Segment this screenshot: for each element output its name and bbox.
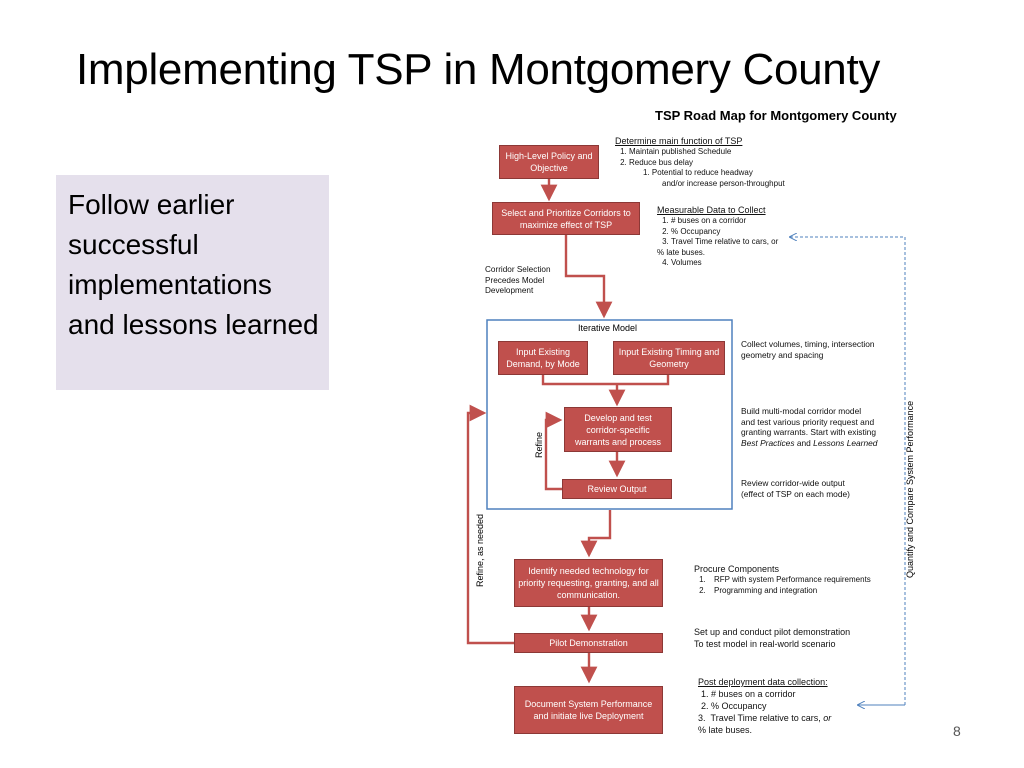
procure-item: RFP with system Performance requirements	[708, 575, 871, 586]
pilot-note-line: Set up and conduct pilot demonstration	[694, 627, 851, 637]
review-output-line: (effect of TSP on each mode)	[741, 488, 850, 499]
build-line: granting warrants. Start with existing	[741, 427, 876, 438]
pilot-box: Pilot Demonstration	[514, 633, 663, 653]
pilot-note-line: To test model in real-world scenario	[694, 639, 836, 649]
slide-title: Implementing TSP in Montgomery County	[76, 45, 881, 94]
measurable-item: % Occupancy	[671, 227, 778, 238]
lessons-learned-text: Lessons Learned	[813, 437, 878, 448]
measurable-item-cont: % late buses.	[657, 247, 706, 257]
procure-note: Procure Components RFP with system Perfo…	[694, 564, 871, 596]
callout-box: Follow earlier successful implementation…	[56, 175, 329, 390]
procure-heading: Procure Components	[694, 564, 780, 574]
quantify-label: Quantify and Compare System Performance	[905, 400, 915, 578]
iterative-model-frame	[486, 319, 733, 510]
pilot-note: Set up and conduct pilot demonstration T…	[694, 626, 850, 650]
document-box: Document System Performance and initiate…	[514, 686, 663, 734]
build-line-last: Best Practices and Lessons Learned	[741, 437, 878, 448]
review-output-note: Review corridor-wide output (effect of T…	[741, 478, 850, 499]
road-map-title: TSP Road Map for Montgomery County	[655, 108, 897, 123]
main-function-heading: Determine main function of TSP	[615, 136, 743, 146]
post-item-3: 3. Travel Time relative to cars, or	[698, 713, 832, 723]
build-note: Build multi-modal corridor model and tes…	[741, 406, 877, 448]
post-deployment-note: Post deployment data collection: # buses…	[698, 676, 831, 736]
main-function-item: Reduce bus delay	[629, 158, 785, 169]
build-line: and test various priority request and	[741, 416, 875, 427]
develop-box: Develop and test corridor-specific warra…	[564, 407, 672, 452]
review-box: Review Output	[562, 479, 672, 499]
post-deployment-heading: Post deployment data collection:	[698, 677, 828, 687]
demand-box: Input Existing Demand, by Mode	[498, 341, 588, 375]
measurable-item: # buses on a corridor	[671, 216, 778, 227]
review-output-line: Review corridor-wide output	[741, 478, 845, 488]
timing-box: Input Existing Timing and Geometry	[613, 341, 725, 375]
post-item: % Occupancy	[711, 700, 831, 712]
refine-as-needed-label: Refine, as needed	[475, 513, 485, 587]
measurable-data-heading: Measurable Data to Collect	[657, 205, 766, 215]
main-function-subitem-marker: 1.	[643, 168, 650, 178]
main-function-subitem-cont: and/or increase person-throughput	[662, 178, 785, 188]
main-function-subitem-text: Potential to reduce headway	[651, 168, 753, 178]
post-item-3-cont: % late buses.	[698, 725, 753, 735]
procure-item: Programming and integration	[708, 586, 871, 597]
policy-box: High-Level Policy and Objective	[499, 145, 599, 179]
post-item: # buses on a corridor	[711, 688, 831, 700]
main-function-note: Determine main function of TSP Maintain …	[615, 136, 785, 189]
corridor-selection-note: Corridor Selection Precedes Model Develo…	[485, 265, 551, 296]
main-function-item: Maintain published Schedule	[629, 147, 785, 158]
main-function-subitem: 1. Potential to reduce headway	[615, 168, 785, 179]
measurable-item: Volumes	[671, 258, 778, 269]
page-number: 8	[953, 723, 961, 739]
measurable-data-note: Measurable Data to Collect # buses on a …	[657, 205, 778, 269]
corridors-box: Select and Prioritize Corridors to maxim…	[492, 202, 640, 235]
iterative-model-label: Iterative Model	[578, 323, 638, 333]
build-line: Build multi-modal corridor model	[741, 406, 862, 416]
refine-label: Refine	[534, 431, 544, 458]
best-practices-text: Best Practices	[741, 437, 795, 448]
technology-box: Identify needed technology for priority …	[514, 559, 663, 607]
measurable-item: Travel Time relative to cars, or	[671, 237, 778, 248]
collect-note: Collect volumes, timing, intersection ge…	[741, 339, 875, 360]
